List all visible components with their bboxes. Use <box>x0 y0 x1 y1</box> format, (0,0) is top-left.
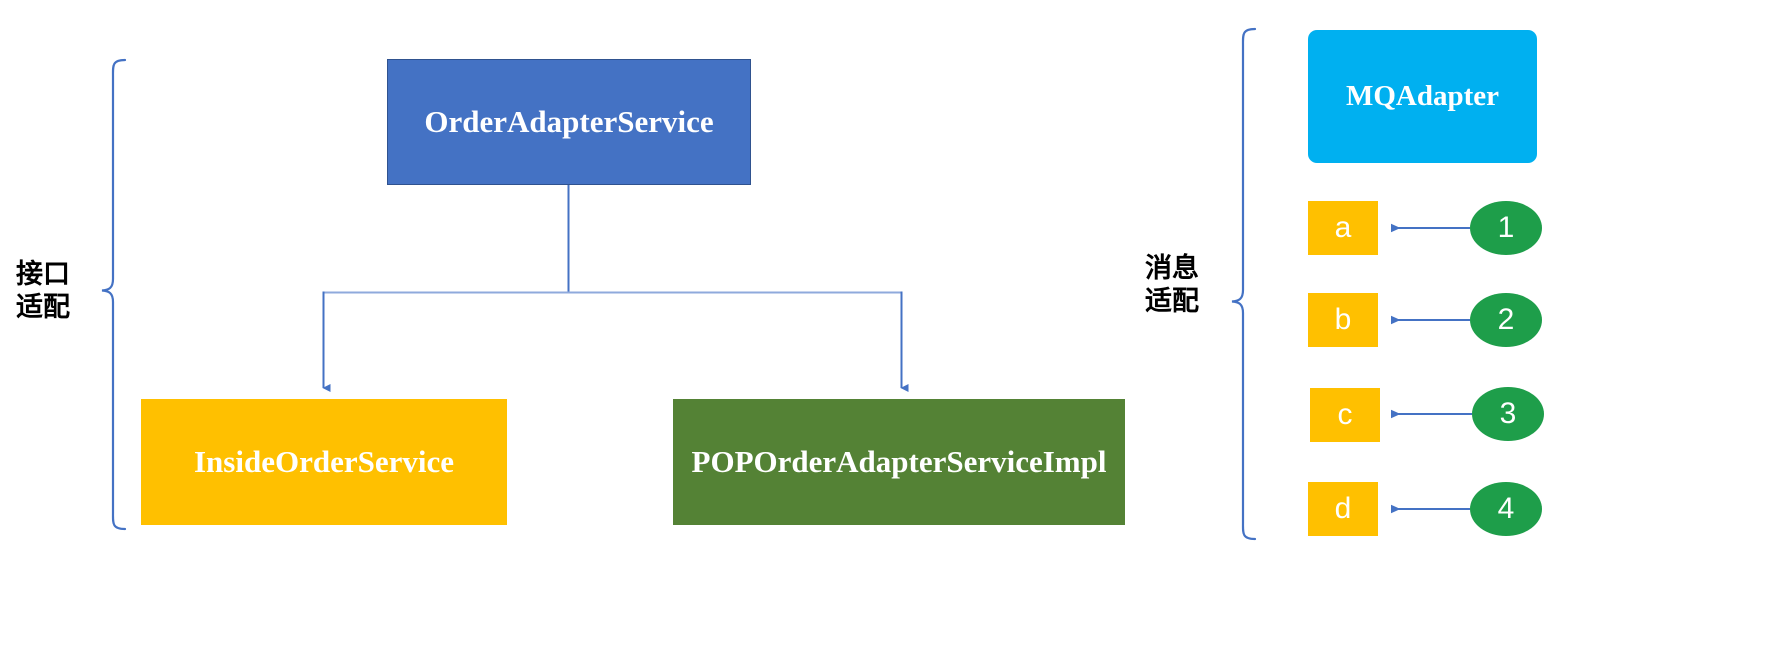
node-order-adapter-service[interactable]: OrderAdapterService <box>387 59 751 185</box>
node-mq-adapter[interactable]: MQAdapter <box>1308 30 1537 163</box>
node-pop-order-adapter-service-impl[interactable]: POPOrderAdapterServiceImpl <box>673 399 1125 525</box>
message-target-b[interactable]: b <box>1308 293 1378 347</box>
message-target-d-label: d <box>1334 492 1352 525</box>
message-target-a[interactable]: a <box>1308 201 1378 255</box>
message-source-1[interactable]: 1 <box>1470 201 1542 255</box>
node-order-adapter-service-label: OrderAdapterService <box>424 103 714 139</box>
message-source-4-label: 4 <box>1497 492 1515 525</box>
tree-connector <box>322 185 909 392</box>
message-source-3-label: 3 <box>1499 397 1517 430</box>
message-source-2-label: 2 <box>1497 303 1515 336</box>
group-label-message-adaptation: 消息 适配 <box>1145 253 1199 316</box>
group-label-interface-adaptation: 接口 适配 <box>16 259 70 322</box>
message-target-a-label: a <box>1334 211 1352 244</box>
message-source-3[interactable]: 3 <box>1472 387 1544 441</box>
node-pop-order-adapter-service-impl-label: POPOrderAdapterServiceImpl <box>691 443 1107 479</box>
right-group-brace <box>1231 27 1257 541</box>
node-mq-adapter-label: MQAdapter <box>1345 79 1500 112</box>
node-inside-order-service[interactable]: InsideOrderService <box>141 399 507 525</box>
left-group-brace <box>101 58 127 531</box>
message-source-4[interactable]: 4 <box>1470 482 1542 536</box>
message-source-2[interactable]: 2 <box>1470 293 1542 347</box>
message-source-1-label: 1 <box>1497 211 1515 244</box>
message-target-d[interactable]: d <box>1308 482 1378 536</box>
message-target-c[interactable]: c <box>1310 388 1380 442</box>
message-target-b-label: b <box>1334 303 1352 336</box>
message-target-c-label: c <box>1337 398 1353 431</box>
node-inside-order-service-label: InsideOrderService <box>193 443 454 479</box>
message-arrows <box>1391 223 1472 514</box>
